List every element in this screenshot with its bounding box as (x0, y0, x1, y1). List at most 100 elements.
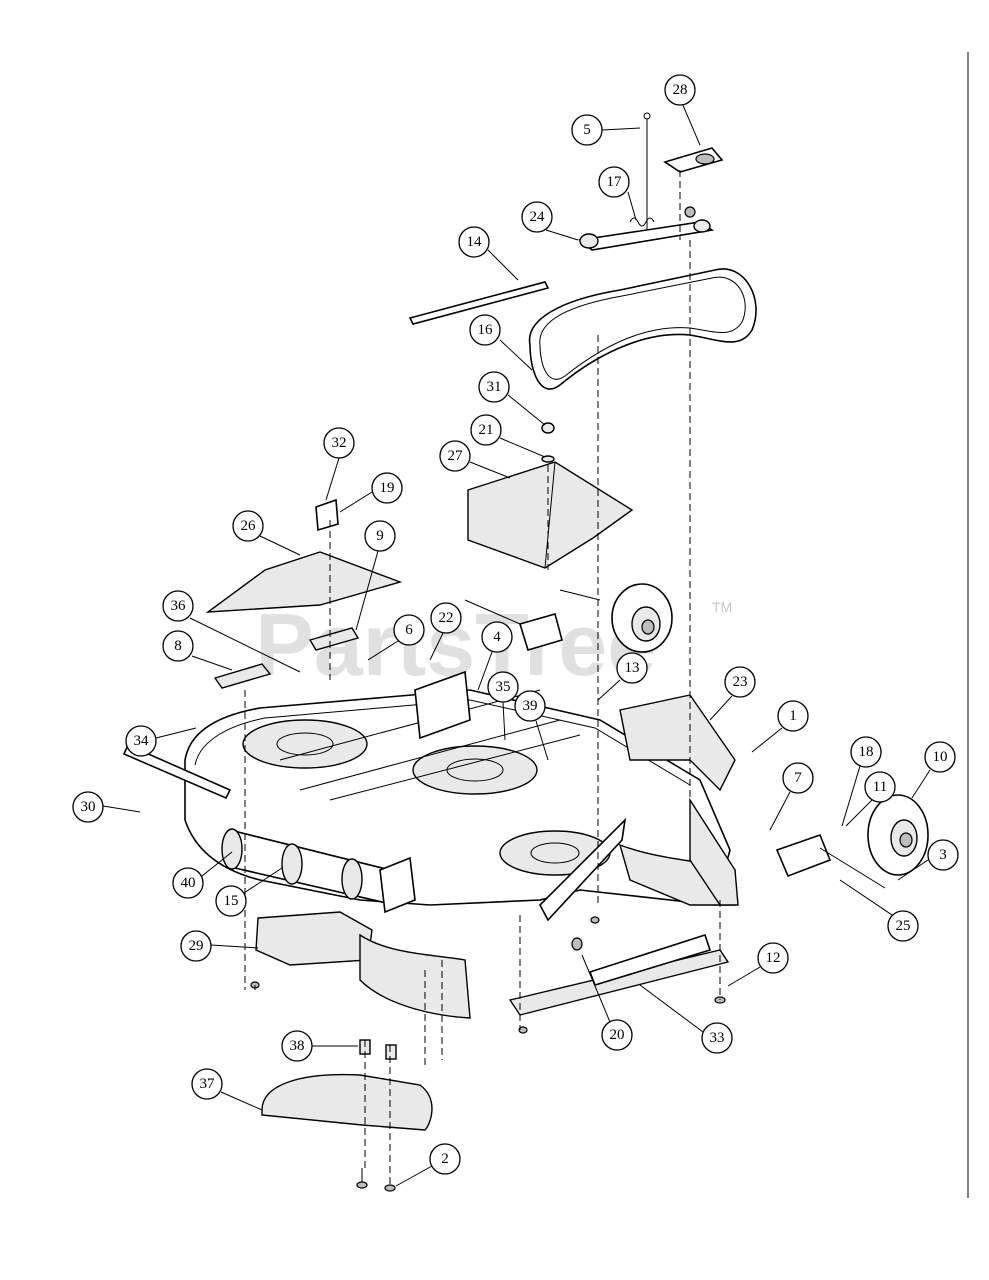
anti-scalp-roller (221, 828, 416, 914)
callout-30: 30 (72, 791, 141, 823)
bolts-lower (250, 916, 726, 1192)
callout-9: 9 (355, 520, 396, 631)
callout-39: 39 (514, 690, 549, 761)
callout-20-label: 20 (610, 1027, 625, 1043)
callout-27: 27 (439, 440, 511, 479)
callout-31: 31 (478, 371, 546, 426)
callout-7-label: 7 (794, 770, 802, 786)
gauge-wheel-upper (464, 583, 673, 653)
callout-26-label: 26 (241, 518, 257, 534)
callout-15-label: 15 (224, 893, 239, 909)
callout-35-label: 35 (496, 679, 511, 695)
belt-guard-center (467, 461, 634, 569)
callout-7: 7 (769, 762, 814, 831)
callout-4-label: 4 (493, 629, 501, 645)
callout-3-label: 3 (939, 847, 947, 863)
callout-40: 40 (172, 851, 233, 899)
callout-11-label: 11 (873, 779, 887, 795)
callout-12-label: 12 (766, 950, 781, 966)
deck-hanger-arm (619, 694, 739, 906)
callout-9-label: 9 (376, 528, 384, 544)
callout-29-label: 29 (189, 938, 204, 954)
callout-24-label: 24 (530, 209, 546, 225)
callout-23: 23 (709, 666, 756, 721)
bracket-small (315, 498, 339, 532)
callout-2: 2 (395, 1143, 461, 1187)
belt-guard-left (205, 551, 403, 613)
shaft-rod (408, 281, 550, 325)
callout-4: 4 (477, 621, 513, 691)
callout-29: 29 (180, 930, 259, 962)
callout-27-label: 27 (448, 448, 464, 464)
callout-13-label: 13 (625, 660, 640, 676)
callout-37-label: 37 (200, 1076, 216, 1092)
callout-28-label: 28 (673, 82, 688, 98)
callout-8: 8 (162, 630, 233, 671)
callout-11: 11 (845, 771, 896, 827)
washer-nut (541, 422, 555, 463)
drive-belt (528, 268, 757, 390)
callout-8-label: 8 (174, 638, 182, 654)
callout-1: 1 (751, 700, 809, 753)
callout-5: 5 (571, 114, 641, 146)
callout-12: 12 (727, 942, 789, 987)
callout-16-label: 16 (478, 322, 494, 338)
callout-36-label: 36 (171, 598, 187, 614)
callout-38-label: 38 (290, 1038, 305, 1054)
lower-baffle (261, 1073, 433, 1131)
callout-14: 14 (458, 226, 519, 281)
callout-16: 16 (469, 314, 533, 371)
callout-19: 19 (339, 472, 403, 513)
callout-17-label: 17 (607, 174, 623, 190)
decal-8 (213, 663, 272, 689)
callout-23-label: 23 (733, 674, 748, 690)
callout-10: 10 (911, 741, 956, 799)
callout-38: 38 (281, 1030, 358, 1062)
callout-18-label: 18 (859, 744, 874, 760)
watermark-trademark: TM (712, 599, 732, 615)
callout-31-label: 31 (487, 379, 502, 395)
callout-33: 33 (639, 984, 733, 1054)
skid-bracket (508, 933, 730, 1016)
mower-deck (184, 670, 731, 906)
callout-36: 36 (162, 590, 301, 673)
callout-17: 17 (598, 166, 637, 221)
callout-35: 35 (487, 671, 519, 741)
callout-24: 24 (521, 201, 579, 241)
callout-22: 22 (429, 602, 462, 661)
callout-2-label: 2 (441, 1151, 449, 1167)
callout-21: 21 (470, 414, 546, 458)
callout-3: 3 (897, 839, 959, 881)
assembly-lines (244, 170, 721, 1185)
callout-28: 28 (664, 74, 701, 146)
callout-22-label: 22 (439, 610, 454, 626)
callout-25-label: 25 (896, 918, 911, 934)
callout-19-label: 19 (380, 480, 395, 496)
callout-33-label: 33 (710, 1030, 725, 1046)
callout-25: 25 (839, 879, 919, 942)
pin-rod (643, 112, 651, 232)
callout-32-label: 32 (332, 435, 347, 451)
callout-6-label: 6 (405, 622, 413, 638)
callout-14-label: 14 (467, 234, 483, 250)
callout-5-label: 5 (583, 122, 591, 138)
callout-1-label: 1 (789, 708, 797, 724)
callout-21-label: 21 (479, 422, 494, 438)
callout-26: 26 (232, 510, 301, 556)
callout-40-label: 40 (181, 875, 196, 891)
decal-9 (308, 627, 360, 651)
gauge-wheel-right (775, 794, 929, 889)
callout-34-label: 34 (134, 733, 150, 749)
callout-32: 32 (323, 427, 355, 501)
callout-13: 13 (597, 652, 648, 701)
callout-30-label: 30 (81, 799, 96, 815)
callout-39-label: 39 (523, 698, 538, 714)
callout-6: 6 (367, 614, 425, 661)
spring (629, 217, 655, 227)
callout-37: 37 (191, 1068, 263, 1111)
callout-34: 34 (125, 725, 197, 757)
discharge-chute (255, 911, 471, 1019)
belt-cover-plate (663, 147, 724, 173)
idler-arm (578, 206, 715, 251)
